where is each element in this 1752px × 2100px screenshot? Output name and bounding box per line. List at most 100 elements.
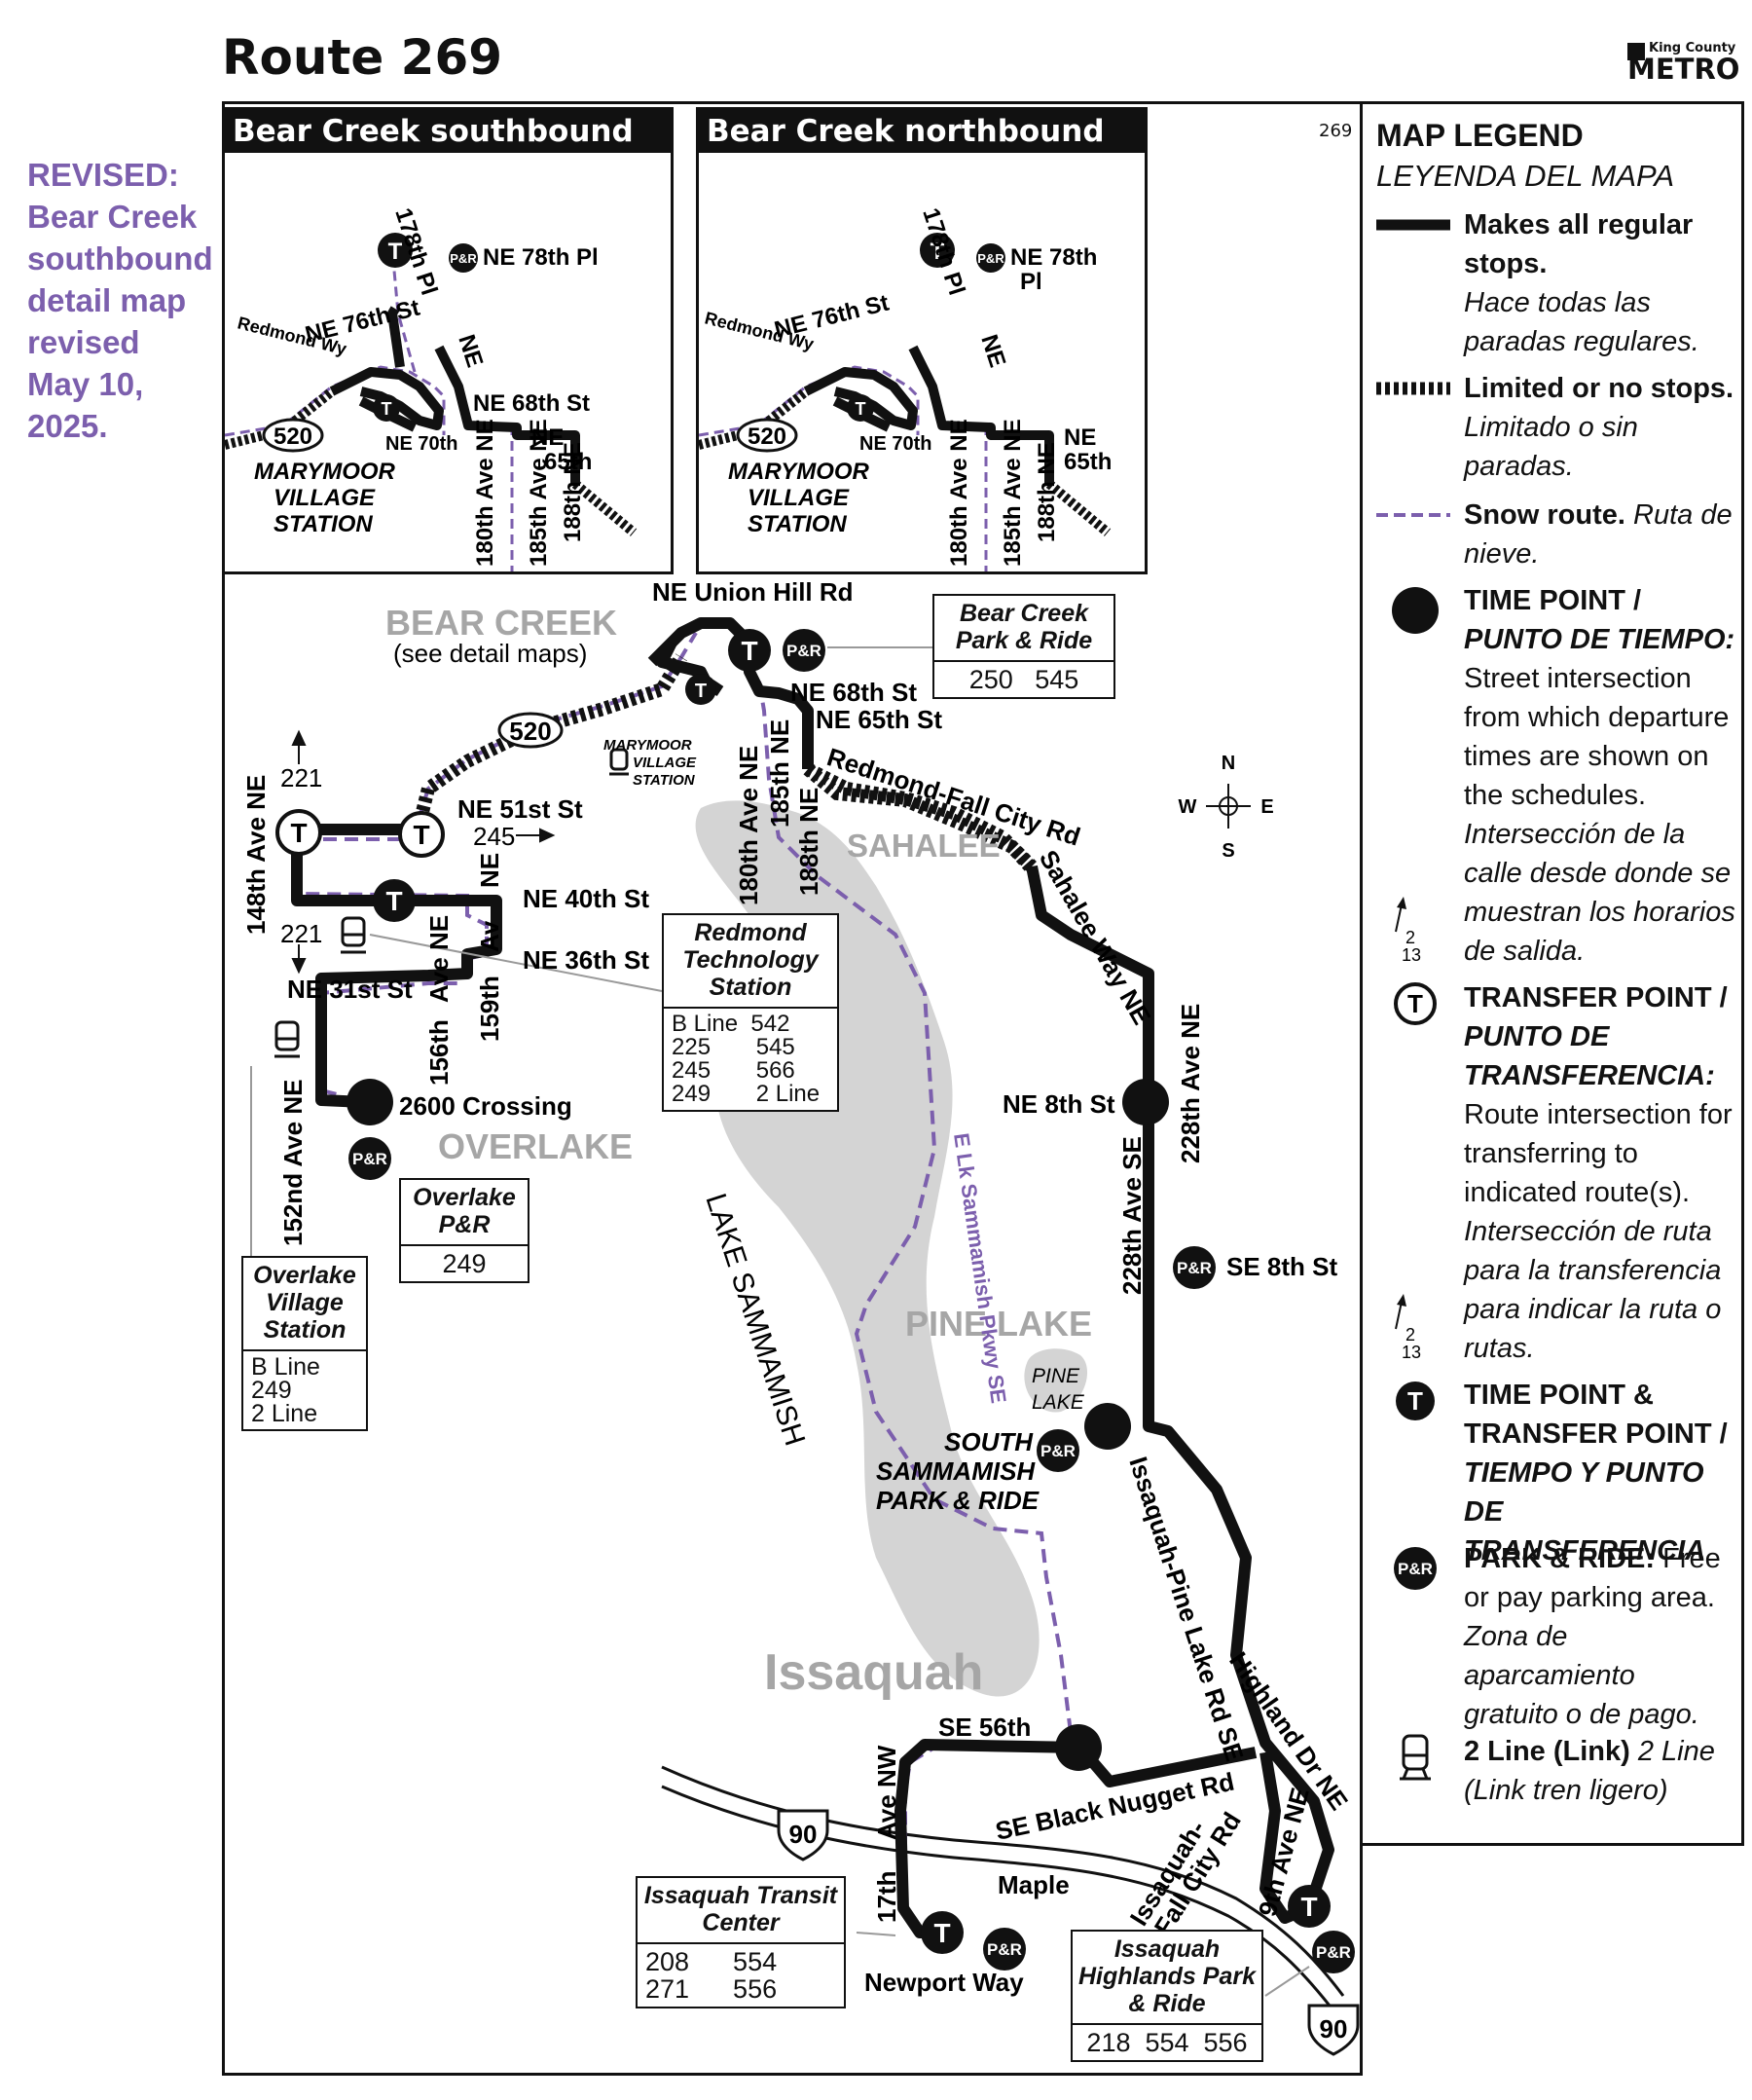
king-county-logo-icon [1627,43,1645,60]
redmond-tech-box: Redmond Technology Station B Line 542 22… [662,913,839,1112]
legend-t: T [1407,989,1423,1018]
newport-way-label: Newport Way [864,1968,1024,1997]
17th-label: 17th [872,1871,901,1923]
159th-av-label: Av [475,920,504,952]
legend-pr-b: PARK & RIDE: [1464,1543,1656,1574]
156th-ave-label: Ave NE [424,915,454,1003]
legend-tr-bi: PUNTO DE TRANSFERENCIA: [1464,1021,1715,1091]
inset-northbound: Bear Creek northbound T P&R T 520 178th … [696,107,1148,574]
inset-transfer-letter: T [856,399,866,419]
box-routes: 249 [442,1249,487,1278]
issaquah-label: Issaquah [764,1644,983,1701]
legend-title: MAP LEGEND [1376,118,1584,153]
pine-lake-label: PINE LAKE [905,1304,1092,1344]
bear-creek-label: BEAR CREEK [385,603,617,643]
transfer-letter: T [385,886,402,916]
ne68-label: NE 68th St [790,678,917,707]
inset-ne78-label: NE 78th Pl [483,244,599,271]
page-title: Route 269 [222,29,503,86]
legend-pr-es: Zona de aparcamiento gratuito o de pago. [1464,1621,1699,1730]
time-transfer-point-bear-creek [728,629,771,672]
park-ride-icon [1037,1429,1079,1472]
inset-transfer-letter: T [931,239,945,265]
inset-ne-label: NE [975,332,1010,371]
legend-snow-es: Ruta de nieve. [1464,499,1733,570]
union-hill-label: NE Union Hill Rd [652,577,854,607]
park-ride-icon [348,1137,391,1180]
legend-tp-es: Intersección de la calle desde donde se … [1464,819,1735,967]
pine-lake-shape [1024,1348,1088,1413]
marymoor-label: STATION [633,772,696,789]
inset-185th-label: 185th Ave NE [1000,419,1026,567]
legend-tr-b: TRANSFER POINT / [1464,982,1728,1013]
transfer-letter: T [741,636,757,666]
legend-regular-text: Makes all regular stops. [1464,209,1694,279]
revised-line: REVISED: [27,157,179,193]
legend-link-b: 2 Line (Link) [1464,1736,1630,1767]
159th-label: 159th [475,976,504,1042]
compass-s: S [1222,840,1234,862]
legend-tp-b: TIME POINT / [1464,585,1642,616]
inset-station-label: STATION [274,511,373,537]
legend-limited-es: Limitado o sin paradas. [1464,412,1638,482]
sahalee-label: SAHALEE [847,828,1001,864]
revised-line: southbound [27,240,213,276]
box-title: Bear Creek Park & Ride [934,596,1113,662]
light-rail-legend-icon [1400,1734,1431,1781]
ne36-label: NE 36th St [523,945,649,975]
legend-limited-text: Limited or no stops. [1464,373,1734,404]
logo-large-text: METRO [1627,53,1740,86]
transfer-letter: T [1300,1892,1317,1922]
e-lk-sammamish-label: E Lk Sammamish Pkwy SE [949,1131,1011,1405]
ne31-label: NE 31st St [287,975,413,1004]
inset-ne68-label: NE 68th St [473,390,590,417]
park-ride-icon [783,629,825,672]
hwy-520-label: 520 [509,717,551,746]
legend-snow-text: Snow route. [1464,499,1625,531]
park-ride-icon [983,1928,1026,1971]
legend-link-es2: (Link tren ligero) [1464,1775,1668,1806]
box-routes: B Line 249 2 Line [251,1353,320,1427]
transfer-letter: T [290,818,307,848]
inset-ne70-label: NE 70th [859,433,931,455]
inset-pl-label: Pl [1020,269,1042,295]
train-icon-overlake-village [274,1020,300,1058]
legend-regular-es: Hace todas las paradas regulares. [1464,287,1699,357]
inset-station-label: MARYMOOR [254,459,396,485]
time-transfer-point-highlands [1288,1885,1331,1928]
time-point-se56 [1055,1724,1102,1771]
time-transfer-point-ne40 [373,879,416,922]
i90-shields: 90 90 [777,1809,1360,2056]
pine-lake-small-label: PINE [1032,1365,1080,1387]
188th-label: 188th NE [794,788,823,896]
metro-logo: King County METRO [1627,41,1740,86]
compass-icon: N S E W [1179,753,1274,862]
pr-text: P&R [352,1150,387,1168]
inset-188th-label: 188th NE [1034,442,1060,542]
box-title: Redmond Technology Station [664,915,837,1009]
compass-w: W [1179,796,1197,818]
pr-text: P&R [1316,1943,1351,1962]
pr-text: P&R [786,642,821,660]
legend-limited: Limited or no stops. Limitado o sin parad… [1464,369,1736,486]
transfer-point-legend-icon: T [1394,982,1437,1025]
228th-ave-ne-label: 228th Ave NE [1176,1004,1205,1163]
box-routes: B Line 542 225 545 245 566 249 2 Line [672,1011,821,1107]
legend-link-es: 2 Line [1629,1736,1715,1767]
2600-crossing-label: 2600 Crossing [399,1091,572,1121]
156th-label: 156th [424,1019,454,1086]
se56-label: SE 56th [938,1713,1031,1742]
i90-label: 90 [1320,2014,1348,2044]
legend-t: T [1407,1386,1423,1416]
south-sammamish-label: PARK & RIDE [876,1486,1040,1515]
159th-ne-label: NE [475,853,504,888]
example-num: 2 [1405,1325,1415,1345]
overlake-village-box: Overlake Village Station B Line 249 2 Li… [241,1256,368,1431]
hwy-520-shield: 520 [497,712,564,749]
legend-pr: P&R [1398,1560,1433,1578]
se8-label: SE 8th St [1226,1252,1337,1281]
inset-northbound-map: T P&R T 520 178th Pl NE NE 76th St NE 78… [699,205,1112,571]
sahalee-way-label: Sahalee Way NE [1034,845,1157,1029]
pine-lake-small-label: LAKE [1032,1391,1085,1414]
legend-tr-text: Route intersection for transferring to i… [1464,1099,1733,1208]
